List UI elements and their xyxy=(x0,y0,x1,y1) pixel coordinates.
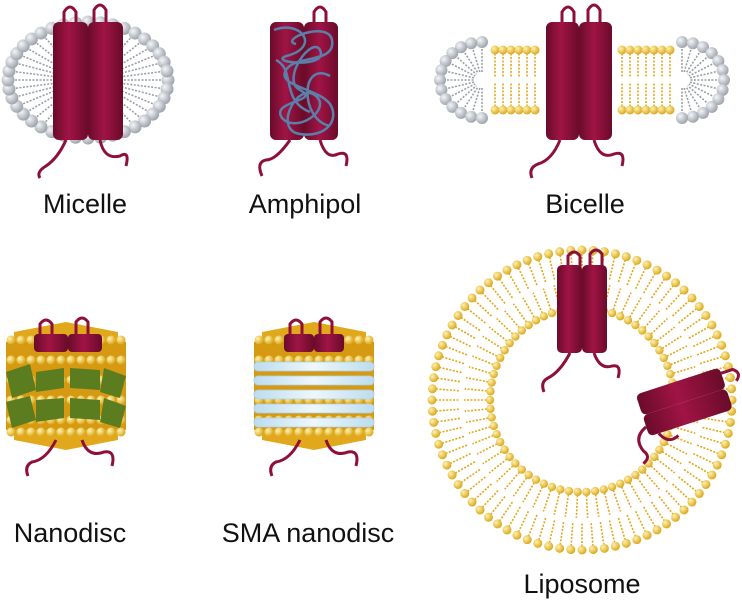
bicelle-lipids xyxy=(434,36,730,124)
nanodisc-illustration xyxy=(6,316,126,477)
amphipol-polymer xyxy=(273,26,335,136)
msp-belt xyxy=(6,364,126,428)
micelle-illustration xyxy=(1,3,175,179)
label-nanodisc: Nanodisc xyxy=(13,518,127,548)
label-micelle: Micelle xyxy=(42,189,128,219)
label-liposome: Liposome xyxy=(523,569,641,599)
bicelle-illustration xyxy=(434,3,730,179)
label-bicelle: Bicelle xyxy=(545,189,625,219)
label-amphipol: Amphipol xyxy=(248,189,362,219)
label-sma-nanodisc: SMA nanodisc xyxy=(221,518,395,548)
liposome-illustration xyxy=(427,245,740,555)
liposome-bilayer xyxy=(427,245,737,555)
sma-polymer-bands xyxy=(253,361,375,428)
amphipol-illustration xyxy=(258,5,349,177)
liposome-protein-top xyxy=(541,248,621,393)
micelle-protein xyxy=(37,3,129,179)
sma-nanodisc-illustration xyxy=(253,316,375,477)
liposome-protein-side xyxy=(636,367,740,465)
